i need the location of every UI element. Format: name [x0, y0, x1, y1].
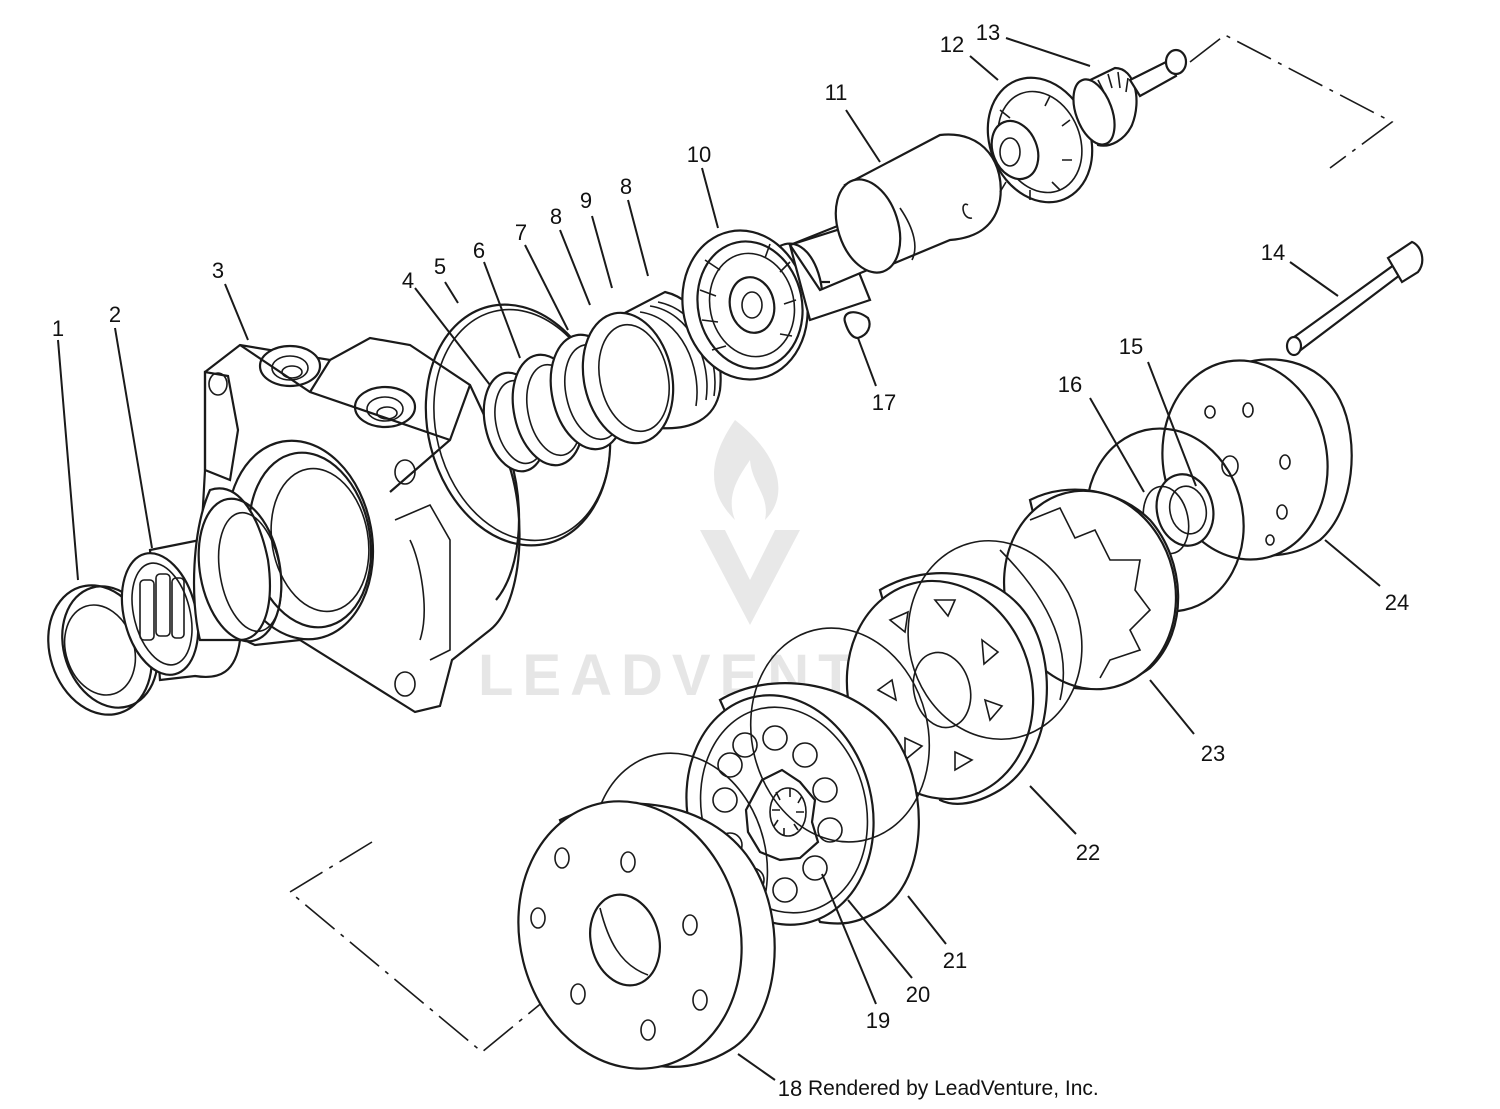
callout-8b: 8: [620, 174, 632, 199]
callout-10: 10: [687, 142, 711, 167]
callout-17: 17: [872, 390, 896, 415]
callout-20: 20: [906, 982, 930, 1007]
part-14-bolt[interactable]: [1285, 240, 1424, 357]
callout-14: 14: [1261, 240, 1285, 265]
part-10-bearing[interactable]: [669, 219, 821, 392]
part-17-key[interactable]: [843, 311, 871, 340]
callout-18: 18: [778, 1076, 802, 1101]
callout-16: 16: [1058, 372, 1082, 397]
callout-labels: 1 2 3 4 5 6 7 8 9 8 10 11 12 13 14 15 16…: [52, 20, 1409, 1101]
callout-5: 5: [434, 254, 446, 279]
part-8-9-thrust-stack[interactable]: [571, 290, 722, 452]
part-12-drive-gear[interactable]: [970, 62, 1111, 218]
callout-8a: 8: [550, 204, 562, 229]
part-23-valve[interactable]: [983, 472, 1196, 707]
axis-phantom-line-top: [1189, 34, 1394, 169]
callout-7: 7: [515, 220, 527, 245]
callout-4: 4: [402, 268, 414, 293]
callout-13: 13: [976, 20, 1000, 45]
part-3-housing[interactable]: [188, 336, 521, 714]
callout-6: 6: [473, 238, 485, 263]
callout-24: 24: [1385, 590, 1409, 615]
callout-12: 12: [940, 32, 964, 57]
callout-2: 2: [109, 302, 121, 327]
callout-22: 22: [1076, 840, 1100, 865]
o-ring-between-21-22: [749, 627, 931, 843]
callout-1: 1: [52, 316, 64, 341]
callout-9: 9: [580, 188, 592, 213]
part-13-drive-shaft[interactable]: [1065, 48, 1188, 150]
callout-11: 11: [825, 80, 848, 105]
render-credit: Rendered by LeadVenture, Inc.: [808, 1077, 1099, 1100]
part-16-15-seal-plug[interactable]: [1070, 414, 1261, 626]
part-18-end-cover[interactable]: [491, 777, 776, 1092]
callout-19: 19: [866, 1008, 890, 1033]
callout-21: 21: [943, 948, 967, 973]
callout-3: 3: [212, 258, 224, 283]
part-19-rotor[interactable]: [744, 768, 820, 862]
callout-23: 23: [1201, 741, 1225, 766]
leader-lines: [57, 37, 1381, 1081]
o-ring-between-22-23: [907, 539, 1083, 741]
part-11-output-shaft[interactable]: [779, 133, 1002, 322]
callout-15: 15: [1119, 334, 1143, 359]
